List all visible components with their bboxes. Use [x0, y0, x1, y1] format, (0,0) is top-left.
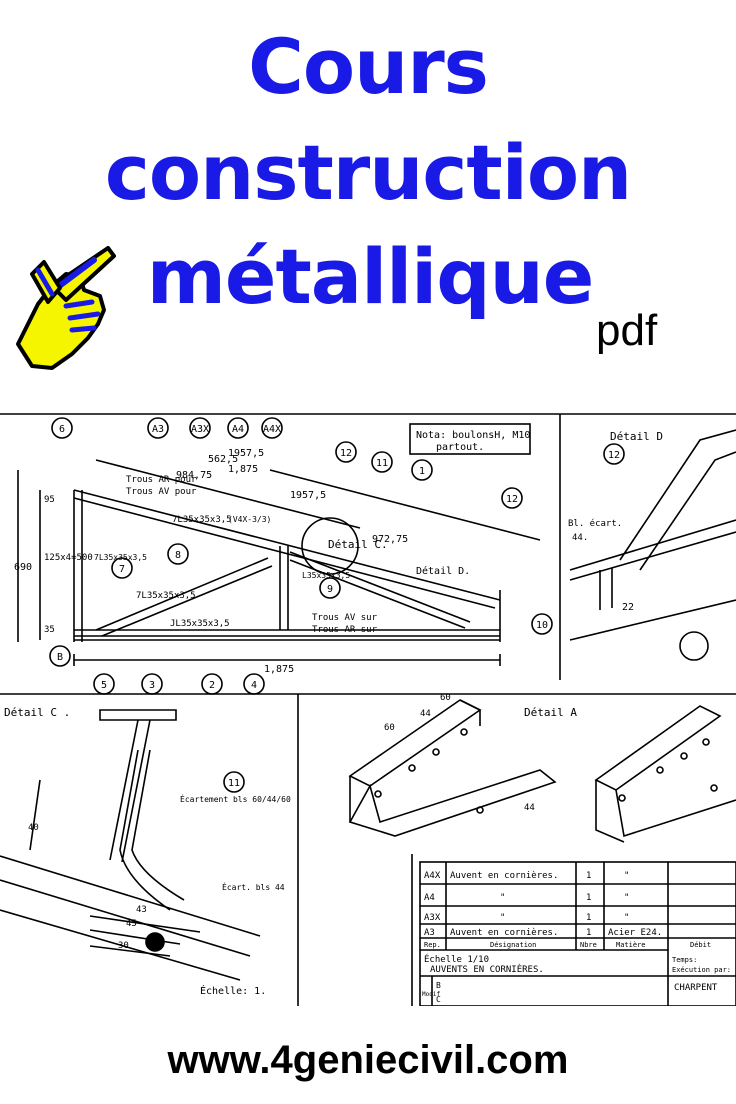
tb-hdr-des: Désignation [490, 941, 536, 949]
callout-number: 12 [608, 450, 620, 461]
callout-number: 12 [506, 494, 518, 505]
pointing-hand-icon [16, 246, 116, 370]
detail-d-title: Détail D [610, 430, 663, 443]
dim-35: 35 [44, 625, 55, 635]
dim-60-b: 60 [440, 693, 451, 703]
callout-number: 8 [175, 550, 181, 561]
callout-number: 10 [536, 620, 548, 631]
tb-hdr-rep: Rep. [424, 941, 441, 949]
callout-a4x: A4X [263, 424, 281, 435]
ecartement-label: Écartement bls 60/44/60 [180, 793, 291, 804]
bl-44: 44. [572, 533, 588, 543]
callout-number: 11 [376, 458, 388, 469]
tb-hdr-nbre: Nbre [580, 941, 597, 949]
tb-nbre-4: 1 [586, 928, 591, 938]
trous-av-sur: Trous AV sur [312, 613, 378, 623]
title-line-2: construction [104, 128, 632, 217]
dim-1957: 1957,5 [290, 490, 326, 501]
detail-a-title: Détail A [524, 706, 577, 719]
callout-number: 2 [209, 680, 215, 691]
callout-a3: A3 [152, 424, 164, 435]
website-url[interactable]: www.4geniecivil.com [167, 1038, 569, 1082]
callout-number: 6 [59, 424, 65, 435]
dim-45: 45 [126, 919, 137, 929]
dim-43: 43 [136, 905, 147, 915]
tb-nbre-2: 1 [586, 893, 591, 903]
dim-40: 40 [28, 823, 39, 833]
dim-44-b: 44 [524, 803, 535, 813]
trous-ar-label: Trous AR pour [126, 475, 197, 485]
tb-mat-3: " [624, 913, 629, 923]
callout-number: 4 [251, 680, 257, 691]
tb-mat-4: Acier E24. [608, 928, 662, 938]
callout-number: 7 [119, 564, 125, 575]
dim-984: 984,75 [176, 470, 212, 481]
tb-echelle: Échelle 1/10 [424, 953, 489, 965]
tb-c: C [436, 995, 441, 1004]
tb-mat-2: " [624, 893, 629, 903]
trous-ar-sur: Trous AR sur [312, 625, 378, 635]
nota-text: Nota: boulonsH, M10 [416, 430, 530, 441]
nota-text-2: partout. [436, 442, 484, 453]
dim-44-a: 44 [420, 709, 431, 719]
dim-1875-top: 1,875 [228, 464, 258, 475]
dim-30: 30 [118, 941, 129, 951]
profile-low: JL35x35x3,5 [170, 619, 230, 629]
tb-hdr-mat: Matière [616, 941, 646, 949]
dim-562: 562,5 [208, 454, 238, 465]
tb-nbre-1: 1 [586, 871, 591, 881]
callout-number: 5 [101, 680, 107, 691]
callout-a4: A4 [232, 424, 244, 435]
callout-a3x: A3X [191, 424, 209, 435]
tb-des-2: " [500, 893, 505, 903]
ecart-44-label: Écart. bls 44 [222, 881, 285, 892]
dim-total: 1,875 [264, 664, 294, 675]
dim-95: 95 [44, 495, 55, 505]
dim-60-a: 60 [384, 723, 395, 733]
tb-nbre-3: 1 [586, 913, 591, 923]
tb-hdr-debit: Débit [690, 941, 711, 949]
detail-d-label: Détail D. [416, 565, 470, 577]
tb-rep-4: A3 [424, 928, 435, 938]
profile-diag: 7L35x35x3,5 [136, 591, 196, 601]
dim-972: 972,75 [372, 534, 408, 545]
profile-main-2: (V4X-3/3) [228, 515, 271, 524]
letter-b: B [57, 652, 63, 663]
detail-c-title: Détail C . [4, 706, 70, 719]
dim-1957-top: 1957,5 [228, 448, 264, 459]
tb-des-1: Auvent en cornières. [450, 870, 558, 881]
bl-ecart: Bl. écart. [568, 518, 622, 529]
title-line-3: métallique [146, 232, 595, 321]
tb-rep-2: A4 [424, 893, 435, 903]
tb-mat-1: " [624, 871, 629, 881]
callout-number: 3 [149, 680, 155, 691]
dim-690: 690 [14, 562, 32, 573]
profile-post: L35x35x3,5 [302, 571, 350, 580]
callout-number: 11 [228, 778, 240, 789]
callout-number: 9 [327, 584, 333, 595]
tb-temps: Temps: [672, 956, 697, 964]
tb-rep-3: A3X [424, 913, 441, 923]
profile-left: 7L35x35x3,5 [94, 553, 147, 562]
tb-execution: Exécution par: [672, 966, 731, 974]
profile-main: 7L35x35x3,5 [172, 515, 232, 525]
callout-number: 12 [340, 448, 352, 459]
tb-charpente: CHARPENT [674, 983, 718, 993]
dim-500: 125x4=500 [44, 553, 93, 563]
tb-modif: Modif [422, 991, 440, 998]
tb-b: B [436, 981, 441, 990]
trous-av-label: Trous AV pour [126, 487, 197, 497]
tb-name: AUVENTS EN CORNIÈRES. [430, 963, 544, 975]
dim-22: 22 [622, 602, 634, 613]
tb-rep-1: A4X [424, 871, 441, 881]
callout-number: 1 [419, 466, 425, 477]
pdf-label: pdf [596, 306, 658, 355]
detail-c-label: Détail C. [328, 538, 388, 551]
tb-des-3: " [500, 913, 505, 923]
tb-des-4: Auvent en cornières. [450, 927, 558, 938]
technical-drawing: A3 A3X A4 A4X Nota: boulonsH, M10 partou… [0, 413, 736, 1006]
title-line-1: Cours [248, 22, 489, 111]
echelle-c: Échelle: 1. [200, 984, 266, 997]
